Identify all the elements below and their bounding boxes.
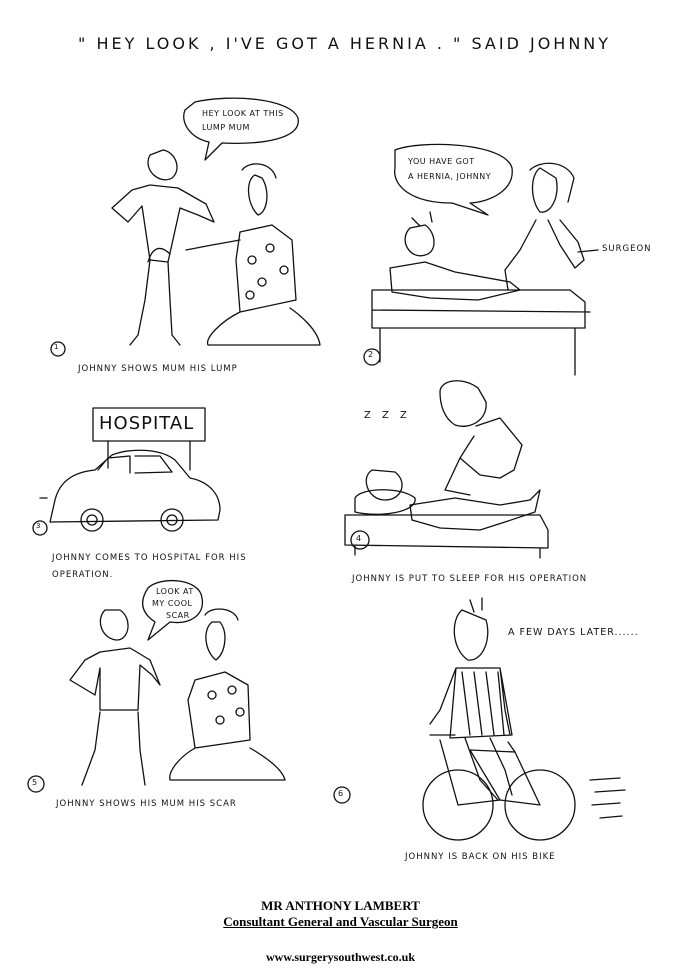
- panel-4-drawing: [344, 380, 549, 559]
- panel-number-circle: [350, 530, 370, 550]
- nurse-figure: [439, 380, 523, 496]
- surgeon-role: Consultant General and Vascular Surgeon: [223, 914, 458, 929]
- panel-2-bubble-line-1: YOU HAVE GOT: [408, 157, 475, 166]
- panel-2-bubble-line-2: A HERNIA, JOHNNY: [408, 172, 492, 181]
- panel-4-caption: JOHNNY IS PUT TO SLEEP FOR HIS OPERATION: [352, 574, 588, 584]
- car: [49, 449, 221, 523]
- panel-2-number: 2: [368, 350, 375, 359]
- panel-3-drawing: [32, 407, 221, 536]
- panel-5-drawing: [27, 579, 286, 793]
- website-link[interactable]: www.surgerysouthwest.co.uk: [265, 950, 415, 964]
- surgeon-label: SURGEON: [602, 244, 652, 254]
- panel-1-number: 1: [54, 343, 60, 351]
- johnny-patient: [389, 211, 521, 301]
- panel-number-circle: [27, 775, 45, 793]
- page-title: " HEY LOOK , I'VE GOT A HERNIA . " SAID …: [78, 34, 612, 53]
- panel-6-drawing: [333, 597, 626, 841]
- panel-6-number: 6: [338, 789, 345, 798]
- sleep-z: Z Z Z: [364, 410, 411, 421]
- few-days-later-note: A FEW DAYS LATER......: [508, 627, 639, 638]
- panel-6-caption: JOHNNY IS BACK ON HIS BIKE: [405, 852, 556, 862]
- johnny-figure: [69, 609, 161, 786]
- panel-5-bubble-line-1: LOOK AT: [156, 587, 194, 596]
- speech-bubble: [183, 97, 299, 161]
- pillow: [354, 489, 416, 515]
- panel-5-bubble-line-2: MY COOL: [152, 599, 193, 608]
- surgeon-name: MR ANTHONY LAMBERT: [261, 898, 420, 913]
- johnny-sleeping: [365, 469, 541, 531]
- mum-figure: [169, 608, 286, 781]
- panel-1-caption: JOHNNY SHOWS MUM HIS LUMP: [78, 364, 238, 374]
- johnny-figure: [111, 149, 215, 346]
- speech-bubble: [142, 579, 203, 641]
- panel-1-drawing: [50, 97, 321, 357]
- bed: [371, 289, 591, 376]
- panel-3-caption-line-1: JOHNNY COMES TO HOSPITAL FOR HIS: [52, 553, 247, 563]
- stripes: [461, 671, 505, 736]
- mum-figure: [185, 163, 321, 346]
- panel-1-bubble-line-1: HEY LOOK AT THIS: [202, 109, 284, 118]
- bike-frame: [429, 734, 541, 806]
- panel-4-number: 4: [356, 534, 363, 543]
- johnny-figure: [429, 597, 513, 801]
- panel-5-bubble-line-3: SCAR: [166, 611, 190, 620]
- surgeon-figure: [504, 162, 585, 291]
- panel-2-drawing: [363, 143, 599, 376]
- panel-5-caption: JOHNNY SHOWS HIS MUM HIS SCAR: [56, 799, 237, 809]
- panel-3-caption-line-2: OPERATION.: [52, 570, 114, 580]
- panel-number-circle: [333, 786, 351, 804]
- panel-number-circle: [50, 341, 66, 357]
- speech-bubble: [394, 143, 513, 216]
- bed: [344, 514, 549, 559]
- hospital-sign-text: HOSPITAL: [99, 413, 195, 434]
- bike-back-wheel: [504, 769, 576, 841]
- motion-lines: [589, 777, 626, 819]
- bike-front-wheel: [422, 769, 494, 841]
- panel-number-circle: [32, 520, 48, 536]
- panel-number-circle: [363, 348, 381, 366]
- panel-5-number: 5: [32, 778, 39, 787]
- hospital-sign: [92, 407, 206, 442]
- panel-1-bubble-line-2: LUMP MUM: [202, 123, 250, 132]
- panel-3-number: 3: [36, 522, 42, 530]
